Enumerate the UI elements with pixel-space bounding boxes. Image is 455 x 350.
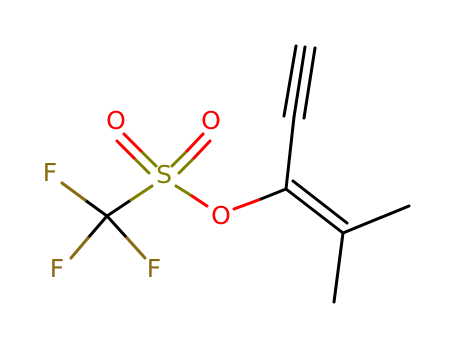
atom-f-upper: F xyxy=(43,158,57,187)
bond-so-right-1a xyxy=(170,149,189,168)
methyl-bond-right xyxy=(341,204,411,235)
alkyne-line-3 xyxy=(302,46,317,120)
bond-so-left-2a xyxy=(132,156,151,175)
bond-so-left-2b xyxy=(115,139,136,160)
bond-so-right-1b xyxy=(185,132,205,153)
alkene-line-2 xyxy=(291,179,349,225)
atom-sulfur: S xyxy=(156,160,172,189)
bond-so-right-2b xyxy=(192,139,212,160)
bond-o-c-b xyxy=(259,187,288,201)
bond-cf-upper-a xyxy=(83,198,109,218)
bond-cs-a xyxy=(105,198,133,218)
atom-oxygen-ester: O xyxy=(211,201,231,230)
bond-cf-lowright-b xyxy=(125,236,147,260)
bond-cf-lowright-a xyxy=(105,214,129,240)
alkyne-line-2 xyxy=(292,45,307,119)
bond-cf-lowleft-a xyxy=(86,214,109,240)
bond-so-left-1a xyxy=(139,149,158,168)
alkene-line-1 xyxy=(284,187,345,235)
bond-o-c-a xyxy=(232,197,263,211)
bond-so-left-1b xyxy=(122,132,143,153)
bond-cf-lowleft-b xyxy=(69,236,90,260)
bond-c-alkyne xyxy=(284,115,296,191)
bond-s-oester-b xyxy=(190,194,209,208)
methyl-bond-down xyxy=(332,231,345,304)
bond-s-oester-a xyxy=(174,184,194,198)
alkyne-line-1 xyxy=(282,44,298,118)
bond-cf-upper-b xyxy=(60,181,87,202)
atom-oxygen-left: O xyxy=(106,106,126,135)
bond-cs-b xyxy=(129,184,154,202)
atom-f-lower-right: F xyxy=(147,254,161,283)
bond-so-right-2a xyxy=(177,156,196,175)
atom-f-lower-left: F xyxy=(50,254,64,283)
atom-oxygen-right: O xyxy=(201,106,221,135)
